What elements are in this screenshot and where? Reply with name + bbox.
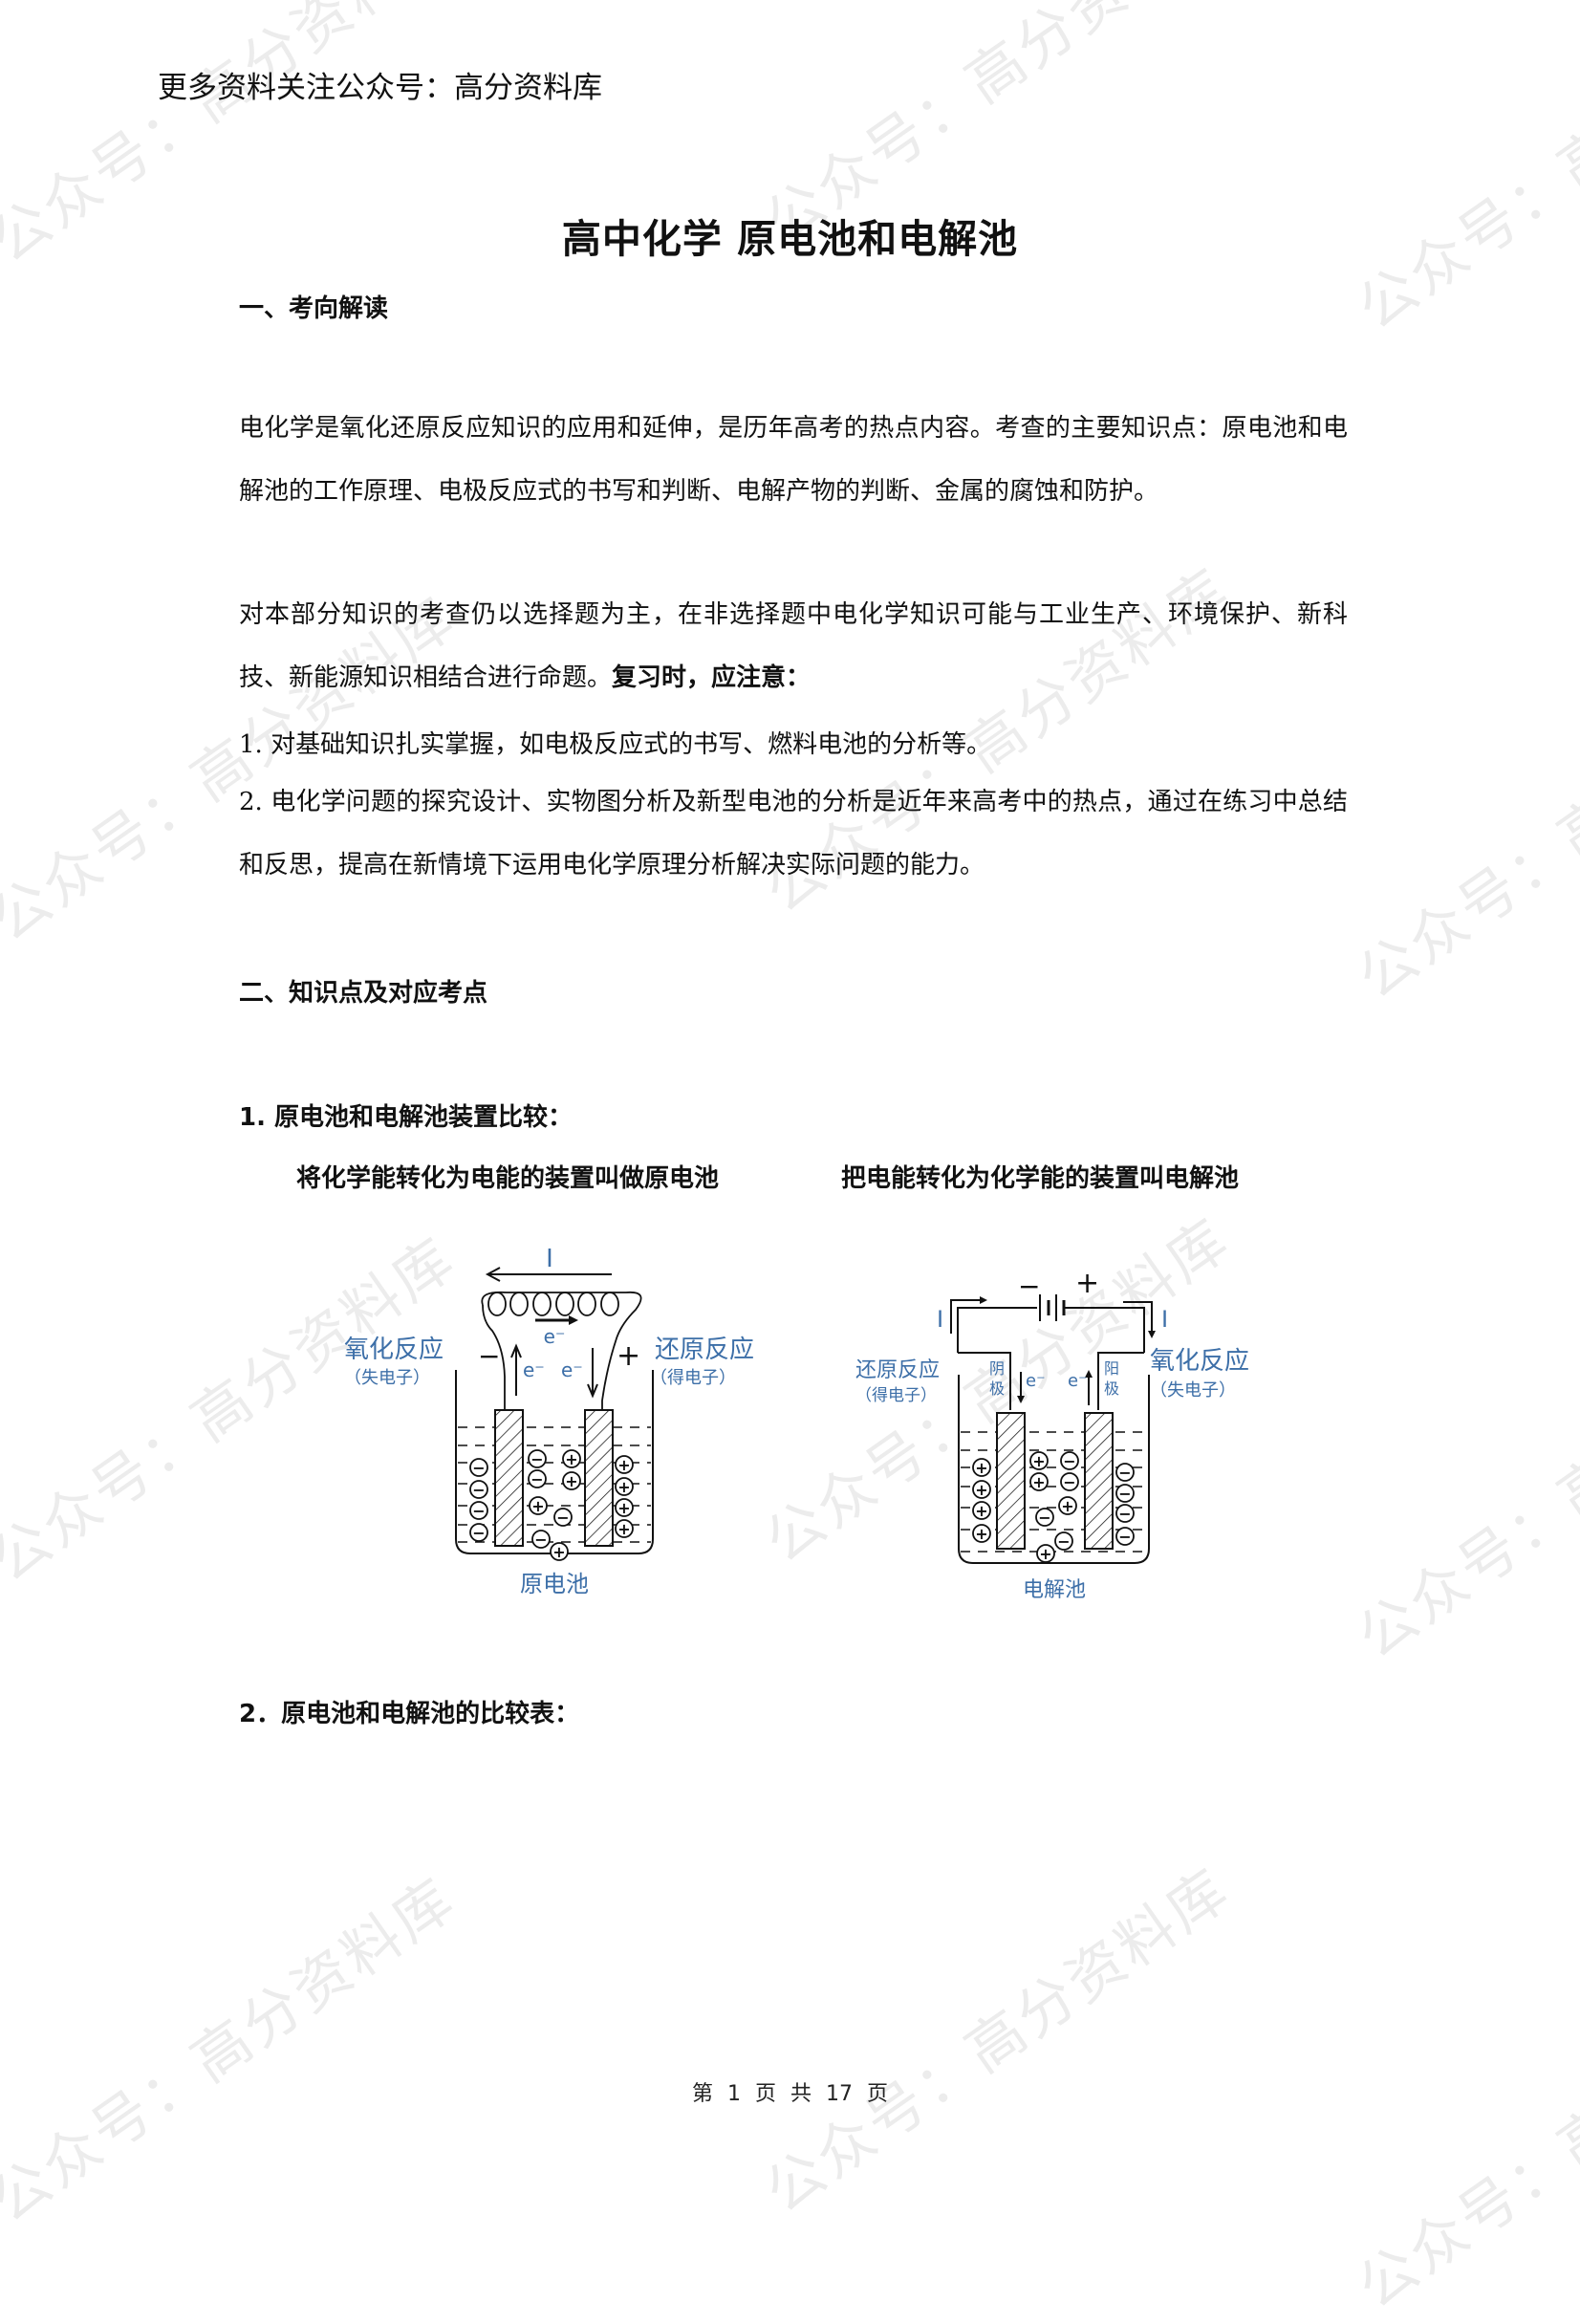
svg-text:e⁻: e⁻ (561, 1358, 583, 1381)
svg-text:+: + (1061, 1497, 1073, 1515)
svg-text:e⁻: e⁻ (1026, 1371, 1046, 1391)
section-heading-2: 二、知识点及对应考点 (239, 979, 488, 1008)
subsection-heading-2: 2．原电池和电解池的比较表： (239, 1700, 580, 1728)
svg-text:e⁻: e⁻ (544, 1325, 566, 1348)
svg-text:−: − (556, 1509, 569, 1527)
current-label-right: I (1161, 1306, 1168, 1333)
page: 更多资料关注公众号：高分资料库 高中化学 原电池和电解池 一、考向解读 电化学是… (158, 71, 1348, 2106)
svg-text:+: + (1032, 1473, 1045, 1491)
svg-text:+: + (1032, 1452, 1045, 1470)
point-1: 1. 对基础知识扎实掌握，如电极反应式的书写、燃料电池的分析等。 (239, 730, 992, 759)
ions (469, 1449, 634, 1561)
ions (972, 1451, 1135, 1563)
reduction-label: 还原反应 (855, 1358, 940, 1382)
point-2: 2. 电化学问题的探究设计、实物图分析及新型电池的分析是近年来高考中的热点，通过… (239, 788, 1348, 880)
svg-text:−: − (1118, 1464, 1131, 1482)
positive-sign: + (617, 1339, 640, 1373)
anode-electrode (1084, 1412, 1114, 1550)
current-label: I (546, 1245, 553, 1273)
svg-text:−: − (472, 1502, 485, 1520)
header-banner: 更多资料关注公众号：高分资料库 (158, 71, 602, 105)
svg-text:−: − (1057, 1532, 1070, 1551)
svg-text:−: − (472, 1459, 485, 1477)
svg-text:+: + (1039, 1545, 1051, 1563)
review-note-bold: 复习时，应注意： (612, 663, 812, 692)
negative-sign: − (478, 1340, 500, 1372)
reduction-label: 还原反应 (655, 1336, 754, 1364)
caption-galvanic: 将化学能转化为电能的装置叫做原电池 (296, 1164, 720, 1193)
positive-electrode (584, 1409, 614, 1547)
paragraph-exam-focus: 对本部分知识的考查仍以选择题为主，在非选择题中电化学知识可能与工业生产、环境保护… (239, 583, 1348, 709)
svg-text:−: − (534, 1531, 547, 1549)
coil-icon (487, 1292, 619, 1316)
paragraph-intro: 电化学是氧化还原反应知识的应用和延伸，是历年高考的热点内容。考查的主要知识点：原… (239, 414, 1348, 506)
svg-text:极: 极 (989, 1379, 1005, 1398)
svg-text:−: − (1063, 1473, 1075, 1491)
anode-label: 阳 (1104, 1359, 1119, 1378)
oxidation-label: 氧化反应 (344, 1336, 444, 1364)
section-heading-1: 一、考向解读 (239, 294, 389, 323)
subsection-heading-1: 1. 原电池和电解池装置比较： (239, 1103, 574, 1132)
svg-text:+: + (617, 1499, 630, 1517)
oxidation-label: 氧化反应 (1150, 1347, 1249, 1376)
negative-sign: − (1018, 1271, 1040, 1302)
svg-text:+: + (552, 1543, 565, 1561)
svg-text:−: − (472, 1524, 485, 1542)
svg-text:−: − (472, 1481, 485, 1499)
cathode-electrode (996, 1412, 1026, 1550)
gain-electron-label: （得电子） (855, 1386, 937, 1405)
svg-text:e⁻: e⁻ (523, 1358, 545, 1381)
negative-electrode (494, 1409, 524, 1547)
svg-text:+: + (975, 1502, 987, 1520)
svg-text:+: + (975, 1481, 987, 1499)
svg-text:−: − (1118, 1528, 1131, 1546)
svg-text:+: + (617, 1478, 630, 1496)
paragraph-exam-focus-text: 对本部分知识的考查仍以选择题为主，在非选择题中电化学知识可能与工业生产、环境保护… (239, 600, 1348, 692)
caption-electrolytic: 把电能转化为化学能的装置叫电解池 (841, 1164, 1240, 1193)
electrolytic-caption: 电解池 (1023, 1578, 1086, 1602)
svg-text:−: − (530, 1470, 543, 1488)
svg-text:−: − (530, 1450, 543, 1468)
svg-text:+: + (617, 1520, 630, 1538)
svg-text:+: + (565, 1472, 577, 1490)
galvanic-caption: 原电池 (520, 1571, 589, 1597)
svg-text:+: + (975, 1525, 987, 1543)
svg-text:+: + (565, 1450, 577, 1468)
page-title: 高中化学 原电池和电解池 (561, 216, 1019, 262)
page-footer: 第 1 页 共 17 页 (692, 2082, 888, 2106)
svg-text:+: + (617, 1456, 630, 1474)
positive-sign: + (1075, 1267, 1099, 1300)
svg-text:−: − (1118, 1505, 1131, 1523)
svg-text:e⁻: e⁻ (1068, 1371, 1088, 1391)
electrolytic-cell-diagram: − + I I e⁻ e⁻ 阴 极 阳 极 还原反应 （得 (846, 1252, 1266, 1606)
cathode-label: 阴 (989, 1359, 1005, 1378)
svg-text:−: − (1038, 1509, 1050, 1527)
galvanic-cell-diagram: I e⁻ e⁻ e⁻ − + (339, 1233, 760, 1606)
svg-text:−: − (1118, 1485, 1131, 1503)
svg-text:+: + (531, 1497, 544, 1515)
lose-electron-label: （失电子） (344, 1368, 430, 1388)
svg-text:−: − (1063, 1452, 1075, 1470)
svg-text:+: + (975, 1459, 987, 1477)
current-label-left: I (937, 1306, 943, 1333)
gain-electron-label: （得电子） (650, 1368, 736, 1388)
svg-text:极: 极 (1104, 1379, 1119, 1398)
lose-electron-label: （失电子） (1150, 1380, 1236, 1401)
